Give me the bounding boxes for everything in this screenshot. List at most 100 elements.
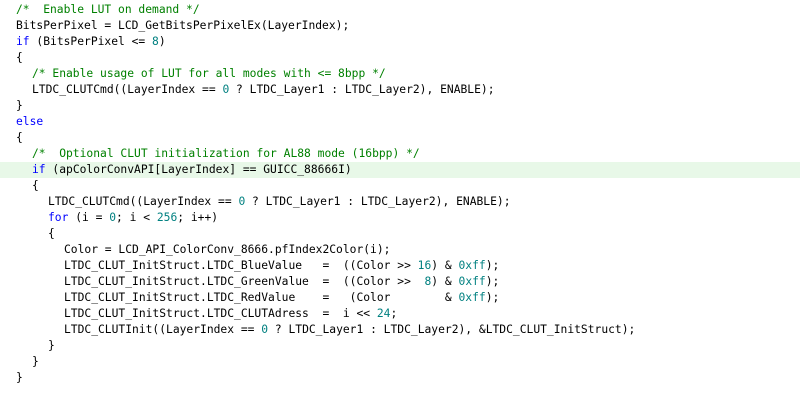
code-token-comment: /* Optional CLUT initialization for AL88… <box>32 147 420 160</box>
code-token-keyword: if <box>32 163 46 176</box>
code-line-content: LTDC_CLUT_InitStruct.LTDC_RedValue = (Co… <box>64 290 499 306</box>
code-line-content: { <box>16 50 23 66</box>
code-line-content: BitsPerPixel = LCD_GetBitsPerPixelEx(Lay… <box>16 18 349 34</box>
code-token-number: 24 <box>376 307 391 320</box>
code-line[interactable]: LTDC_CLUT_InitStruct.LTDC_CLUTAdress = i… <box>0 306 800 322</box>
code-token-plain: { <box>48 227 55 240</box>
code-line-content: } <box>32 354 39 370</box>
code-line[interactable]: BitsPerPixel = LCD_GetBitsPerPixelEx(Lay… <box>0 18 800 34</box>
code-token-plain: ? LTDC_Layer1 : LTDC_Layer2), ENABLE); <box>229 83 495 96</box>
code-token-plain: ); <box>485 291 500 304</box>
code-token-plain: { <box>16 51 23 64</box>
code-token-plain: BitsPerPixel = LCD_GetBitsPerPixelEx(Lay… <box>16 19 350 32</box>
code-line-content: } <box>16 370 23 386</box>
code-token-plain: LTDC_CLUT_InitStruct.LTDC_RedValue = (Co… <box>64 291 459 304</box>
code-token-plain: ) & <box>431 259 459 272</box>
code-token-plain: } <box>16 371 23 384</box>
code-line-content: else <box>16 114 43 130</box>
code-token-plain: ) & <box>431 275 459 288</box>
code-line-content: for (i = 0; i < 256; i++) <box>48 210 218 226</box>
code-line[interactable]: LTDC_CLUT_InitStruct.LTDC_BlueValue = ((… <box>0 258 800 274</box>
code-token-keyword: if <box>16 35 30 48</box>
code-token-plain: Color = LCD_API_ColorConv_8666.pfIndex2C… <box>64 243 391 256</box>
code-line-content: } <box>48 338 55 354</box>
code-line[interactable]: } <box>0 370 800 386</box>
code-line-content: { <box>32 178 39 194</box>
code-token-plain: LTDC_CLUTCmd((LayerIndex == <box>48 195 239 208</box>
code-token-keyword: else <box>16 115 44 128</box>
code-token-plain: (i = <box>68 211 110 224</box>
code-token-plain: (apColorConvAPI[LayerIndex] == GUICC_886… <box>45 163 352 176</box>
code-token-plain: { <box>16 131 23 144</box>
code-token-number: 0 <box>222 83 230 96</box>
code-line[interactable]: { <box>0 130 800 146</box>
code-token-plain: (BitsPerPixel <= <box>29 35 153 48</box>
code-line-content: { <box>16 130 23 146</box>
code-token-number: 8 <box>424 275 432 288</box>
code-token-number: 8 <box>152 35 159 48</box>
code-token-plain: LTDC_CLUT_InitStruct.LTDC_GreenValue = (… <box>64 275 425 288</box>
code-token-keyword: for <box>48 211 69 224</box>
code-line[interactable]: /* Optional CLUT initialization for AL88… <box>0 146 800 162</box>
code-token-plain: ) <box>158 35 166 48</box>
code-token-plain: ; i < <box>116 211 157 224</box>
code-line-content: LTDC_CLUT_InitStruct.LTDC_GreenValue = (… <box>64 274 499 290</box>
code-token-number: 0xff <box>458 259 486 272</box>
code-token-plain: ); <box>485 259 500 272</box>
code-line-content: if (apColorConvAPI[LayerIndex] == GUICC_… <box>32 162 352 178</box>
code-line[interactable]: LTDC_CLUT_InitStruct.LTDC_GreenValue = (… <box>0 274 800 290</box>
code-line[interactable]: for (i = 0; i < 256; i++) <box>0 210 800 226</box>
code-token-number: 256 <box>156 211 178 224</box>
code-token-plain: LTDC_CLUTInit((LayerIndex == <box>64 323 262 336</box>
code-line-content: LTDC_CLUTCmd((LayerIndex == 0 ? LTDC_Lay… <box>32 82 495 98</box>
code-token-plain: ? LTDC_Layer1 : LTDC_Layer2), &LTDC_CLUT… <box>268 323 636 336</box>
code-line-content: if (BitsPerPixel <= 8) <box>16 34 166 50</box>
code-line[interactable]: if (apColorConvAPI[LayerIndex] == GUICC_… <box>0 162 800 178</box>
code-token-plain: } <box>48 339 55 352</box>
code-line[interactable]: LTDC_CLUTCmd((LayerIndex == 0 ? LTDC_Lay… <box>0 82 800 98</box>
code-line[interactable]: } <box>0 354 800 370</box>
code-token-comment: /* Enable usage of LUT for all modes wit… <box>32 67 386 80</box>
code-token-number: 0 <box>109 211 117 224</box>
code-line[interactable]: } <box>0 338 800 354</box>
code-token-number: 0xff <box>458 275 486 288</box>
code-token-plain: { <box>32 179 39 192</box>
code-line-content: LTDC_CLUTCmd((LayerIndex == 0 ? LTDC_Lay… <box>48 194 511 210</box>
code-token-number: 16 <box>417 259 432 272</box>
code-line[interactable]: if (BitsPerPixel <= 8) <box>0 34 800 50</box>
code-line[interactable]: else <box>0 114 800 130</box>
code-token-plain: ? LTDC_Layer1 : LTDC_Layer2), ENABLE); <box>245 195 511 208</box>
code-token-plain: ; <box>390 307 398 320</box>
code-line[interactable]: { <box>0 50 800 66</box>
code-token-plain: ; i++) <box>177 211 219 224</box>
code-token-plain: } <box>16 99 23 112</box>
code-line-content: { <box>48 226 55 242</box>
code-token-plain: LTDC_CLUT_InitStruct.LTDC_BlueValue = ((… <box>64 259 418 272</box>
code-token-comment: /* Enable LUT on demand */ <box>16 3 200 16</box>
code-line[interactable]: /* Enable LUT on demand */ <box>0 2 800 18</box>
code-line-content: /* Optional CLUT initialization for AL88… <box>32 146 420 162</box>
code-line-content: LTDC_CLUT_InitStruct.LTDC_CLUTAdress = i… <box>64 306 397 322</box>
code-line-content: LTDC_CLUT_InitStruct.LTDC_BlueValue = ((… <box>64 258 499 274</box>
code-line[interactable]: { <box>0 178 800 194</box>
code-token-plain: } <box>32 355 39 368</box>
code-token-plain: LTDC_CLUT_InitStruct.LTDC_CLUTAdress = i… <box>64 307 377 320</box>
code-token-plain: LTDC_CLUTCmd((LayerIndex == <box>32 83 223 96</box>
code-token-plain: ); <box>485 275 500 288</box>
code-token-number: 0 <box>238 195 246 208</box>
code-line[interactable]: LTDC_CLUTCmd((LayerIndex == 0 ? LTDC_Lay… <box>0 194 800 210</box>
code-line-content: /* Enable LUT on demand */ <box>16 2 200 18</box>
code-line[interactable]: { <box>0 226 800 242</box>
code-token-number: 0 <box>261 323 269 336</box>
code-line-content: } <box>16 98 23 114</box>
code-line[interactable]: } <box>0 98 800 114</box>
code-line-content: Color = LCD_API_ColorConv_8666.pfIndex2C… <box>64 242 390 258</box>
code-line[interactable]: LTDC_CLUTInit((LayerIndex == 0 ? LTDC_La… <box>0 322 800 338</box>
code-token-number: 0xff <box>458 291 486 304</box>
code-line[interactable]: LTDC_CLUT_InitStruct.LTDC_RedValue = (Co… <box>0 290 800 306</box>
code-line-content: LTDC_CLUTInit((LayerIndex == 0 ? LTDC_La… <box>64 322 635 338</box>
code-line[interactable]: Color = LCD_API_ColorConv_8666.pfIndex2C… <box>0 242 800 258</box>
code-line[interactable]: /* Enable usage of LUT for all modes wit… <box>0 66 800 82</box>
code-line-content: /* Enable usage of LUT for all modes wit… <box>32 66 386 82</box>
